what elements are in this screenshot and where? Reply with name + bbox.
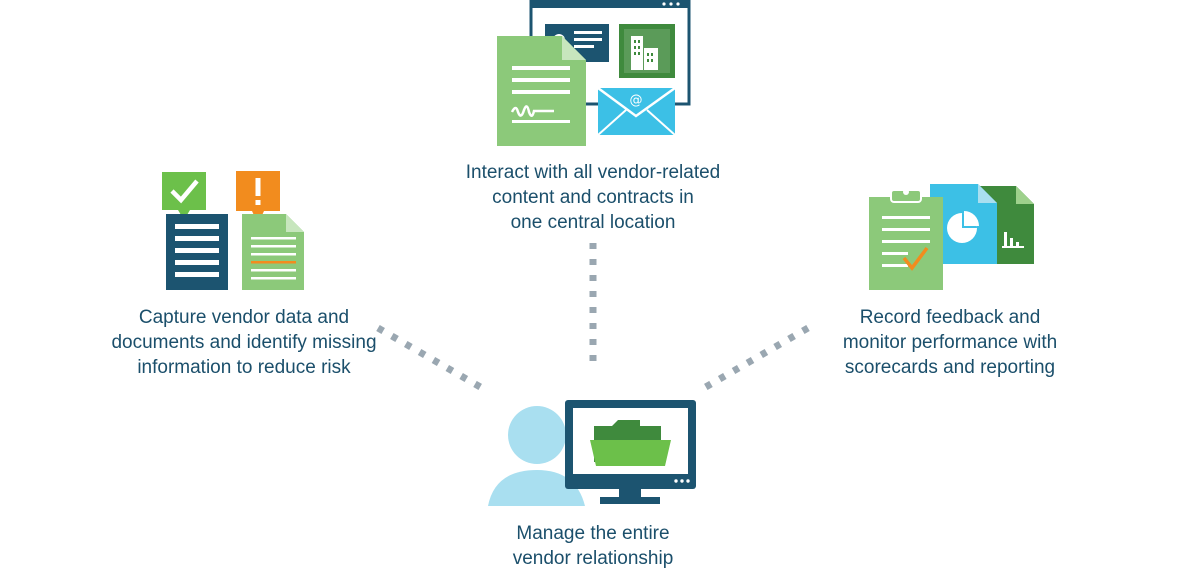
connector-right (702, 324, 810, 392)
caption-manage-relationship: Manage the entire vendor relationship (433, 521, 753, 571)
caption-line: scorecards and reporting (844, 357, 1056, 378)
caption-central-location: Interact with all vendor-related content… (433, 160, 753, 235)
connector-left (376, 324, 484, 392)
caption-capture-data: Capture vendor data and documents and id… (84, 305, 404, 380)
caption-line: Record feedback and (859, 307, 1041, 328)
caption-line: documents and identify missing (111, 332, 377, 353)
caption-line: information to reduce risk (137, 357, 351, 378)
caption-line: vendor relationship (512, 548, 674, 569)
svg-text:@: @ (630, 93, 643, 108)
caption-line: Interact with all vendor-related (465, 162, 721, 183)
caption-line: Capture vendor data and (138, 307, 350, 328)
caption-line: content and contracts in (492, 187, 694, 208)
caption-line: one central location (510, 212, 676, 233)
caption-line: monitor performance with (842, 332, 1058, 353)
caption-scorecards: Record feedback and monitor performance … (790, 305, 1110, 380)
caption-line: Manage the entire (516, 523, 670, 544)
